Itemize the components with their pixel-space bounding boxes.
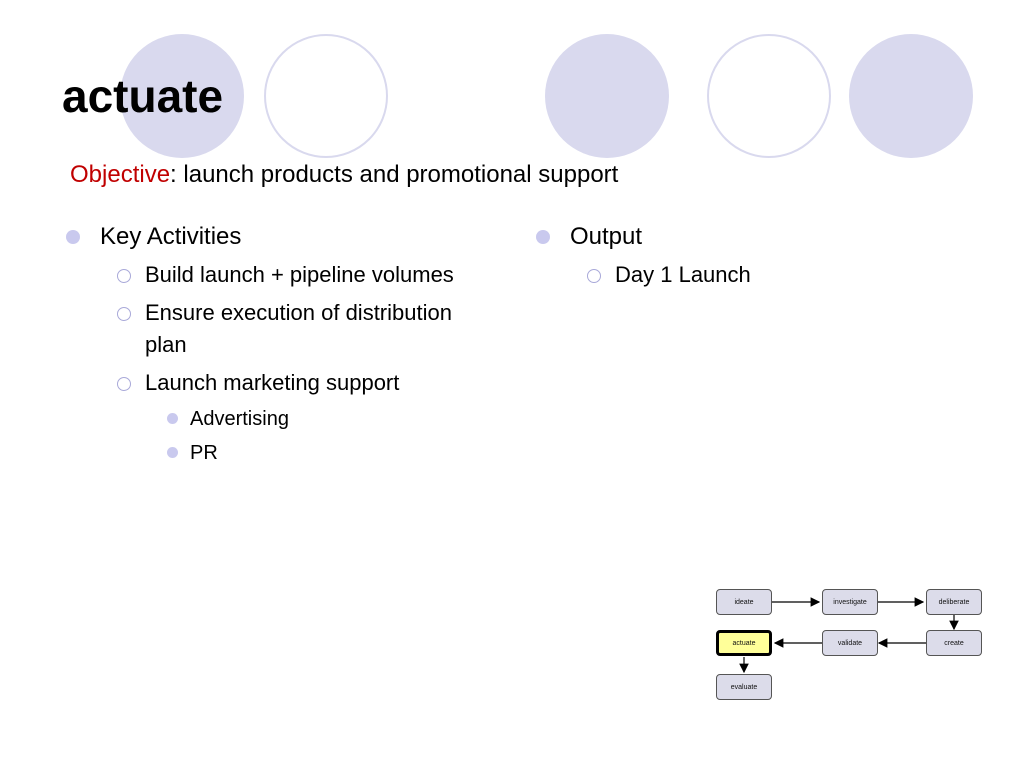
bullet-dot-icon [167,413,178,424]
decor-circle-2 [545,34,669,158]
flow-node-actuate: actuate [716,630,772,656]
activity-item: Launch marketing support [64,367,484,399]
bullet-dot-icon [167,447,178,458]
activity-subitem: PR [64,439,484,467]
flow-node-deliberate: deliberate [926,589,982,615]
key-activities-heading: Key Activities [64,221,484,253]
decor-ring-1 [264,34,388,158]
flow-connectors [739,597,959,674]
objective-label: Objective [70,161,171,188]
slide-title: actuate [62,70,224,122]
output-item: Day 1 Launch [534,259,954,291]
output-heading: Output [534,221,954,253]
bullet-ring-icon [117,307,131,321]
flow-node-investigate: investigate [822,589,878,615]
objective-line: Objective: launch products and promotion… [70,160,618,190]
decor-circle-3 [849,34,973,158]
bullet-ring-icon [117,377,131,391]
activity-subitem: Advertising [64,405,484,433]
flow-node-ideate: ideate [716,589,772,615]
bullet-ring-icon [117,269,131,283]
activity-item: Build launch + pipeline volumes [64,259,484,291]
bullet-ring-icon [587,269,601,283]
bullet-dot-icon [536,230,550,244]
key-activities-column: Key Activities Build launch + pipeline v… [64,221,484,473]
flow-node-evaluate: evaluate [716,674,772,700]
bullet-dot-icon [66,230,80,244]
output-column: Output Day 1 Launch [534,221,954,297]
decor-ring-2 [707,34,831,158]
objective-text: : launch products and promotional suppor… [170,161,619,188]
activity-item: Ensure execution of distribution plan [64,297,484,361]
process-flow-diagram: ideate investigate deliberate create val… [700,580,1000,710]
flow-node-validate: validate [822,630,878,656]
decor-circle-1 [120,34,244,158]
flow-node-create: create [926,630,982,656]
